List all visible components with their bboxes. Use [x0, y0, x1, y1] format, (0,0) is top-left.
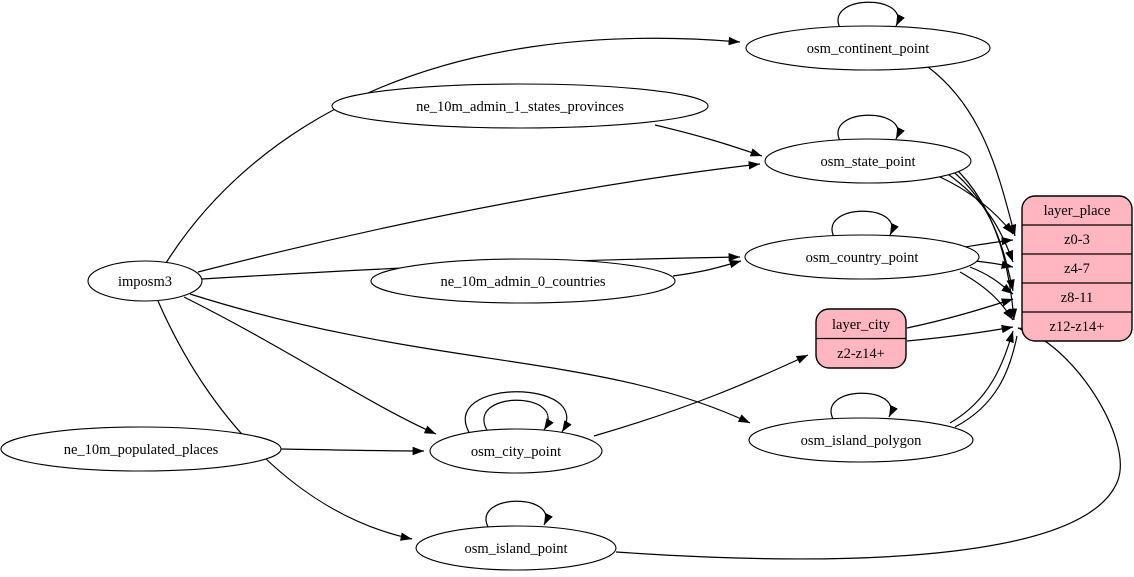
- edge-osm_island_point-to-layer_place-z12-z14: [615, 326, 1121, 560]
- edge-osm_state_point-to-layer_place-z4-7: [944, 171, 1014, 263]
- node-osm-city-point: osm_city_point: [429, 428, 603, 474]
- edge-imposm3-to-osm_island_polygon: [189, 293, 751, 424]
- node-osm-country-point: osm_country_point: [744, 234, 980, 280]
- node-osm-state-point: osm_state_point: [764, 138, 972, 184]
- edge-osm_country_point-to-layer_place-z12-z14: [959, 271, 1014, 321]
- layer-city-title: layer_city: [832, 317, 891, 333]
- layer-place-row-z0-3: z0-3: [1064, 232, 1090, 248]
- node-ne-10m-admin-0-countries: ne_10m_admin_0_countries: [370, 258, 676, 304]
- node-layer-place: layer_place z0-3 z4-7 z8-11 z12-z14+: [1021, 195, 1133, 342]
- edge-layer_city-to-layer_place-z12-z14: [906, 324, 1014, 342]
- node-osm-island-polygon-label: osm_island_polygon: [801, 433, 923, 449]
- node-osm-continent-point: osm_continent_point: [745, 25, 991, 71]
- edge-osm_island_polygon-to-layer_place-z12-z14-a: [949, 330, 1014, 424]
- self-loop-osm_state_point: [837, 114, 905, 142]
- node-osm-country-point-label: osm_country_point: [806, 250, 919, 266]
- node-osm-island-polygon: osm_island_polygon: [748, 417, 974, 463]
- layer-place-title: layer_place: [1044, 203, 1111, 219]
- self-loop-osm_city_point-outer: [464, 391, 572, 435]
- edge-osm_country_point-to-layer_place-z4-7: [974, 260, 1014, 269]
- edge-osm_country_point-to-layer_place-z0-3: [964, 236, 1014, 248]
- node-ne-10m-admin-1-states-provinces-label: ne_10m_admin_1_states_provinces: [416, 99, 624, 115]
- layer-place-row-z12-z14: z12-z14+: [1050, 319, 1105, 335]
- node-osm-city-point-label: osm_city_point: [471, 444, 561, 460]
- edge-imposm3-to-osm_city_point: [183, 296, 437, 435]
- layer-place-row-z8-11: z8-11: [1061, 290, 1093, 306]
- node-ne-10m-populated-places-label: ne_10m_populated_places: [64, 442, 219, 458]
- node-ne-10m-admin-1-states-provinces: ne_10m_admin_1_states_provinces: [331, 83, 709, 129]
- layer-place-row-z4-7: z4-7: [1064, 261, 1090, 277]
- edge-imposm3-to-osm_island_point: [157, 300, 413, 541]
- edge-ne_10m_admin_0_countries-to-osm_country_point: [672, 260, 742, 277]
- edge-osm_island_polygon-to-layer_place-z12-z14-b: [954, 335, 1018, 428]
- edge-imposm3-to-osm_state_point: [197, 161, 761, 273]
- self-loop-osm_island_point: [485, 500, 553, 528]
- node-imposm3-label: imposm3: [118, 274, 172, 290]
- edge-osm_continent_point-to-layer_place-z0-3: [927, 66, 1017, 237]
- edge-ne_10m_populated_places-to-osm_city_point: [280, 446, 425, 456]
- node-layer-city: layer_city z2-z14+: [815, 308, 907, 369]
- node-osm-island-point-label: osm_island_point: [464, 541, 567, 557]
- edge-osm_state_point-to-layer_place-z0-3: [937, 175, 1014, 235]
- edge-osm_country_point-to-layer_place-z8-11: [969, 266, 1014, 295]
- self-loop-osm_city_point-inner: [483, 399, 554, 433]
- self-loop-osm_island_polygon: [830, 392, 898, 420]
- node-osm-state-point-label: osm_state_point: [820, 154, 915, 170]
- edge-osm_city_point-to-layer_city-z2-z14: [593, 354, 809, 437]
- node-osm-continent-point-label: osm_continent_point: [807, 41, 929, 57]
- layer-place-box: [1021, 195, 1133, 342]
- edge-imposm3-to-osm_continent_point: [165, 36, 741, 264]
- edge-layer_city-to-layer_place-z8-11: [906, 298, 1014, 329]
- node-ne-10m-populated-places: ne_10m_populated_places: [0, 426, 282, 472]
- node-imposm3: imposm3: [87, 260, 203, 302]
- layer-city-row-z2-z14: z2-z14+: [837, 346, 885, 362]
- edge-ne_10m_admin_1_states_provinces-to-osm_state_point: [654, 124, 763, 157]
- self-loop-osm_continent_point: [837, 1, 905, 29]
- node-osm-island-point: osm_island_point: [415, 525, 617, 571]
- self-loop-osm_country_point: [831, 210, 899, 238]
- node-ne-10m-admin-0-countries-label: ne_10m_admin_0_countries: [440, 274, 605, 290]
